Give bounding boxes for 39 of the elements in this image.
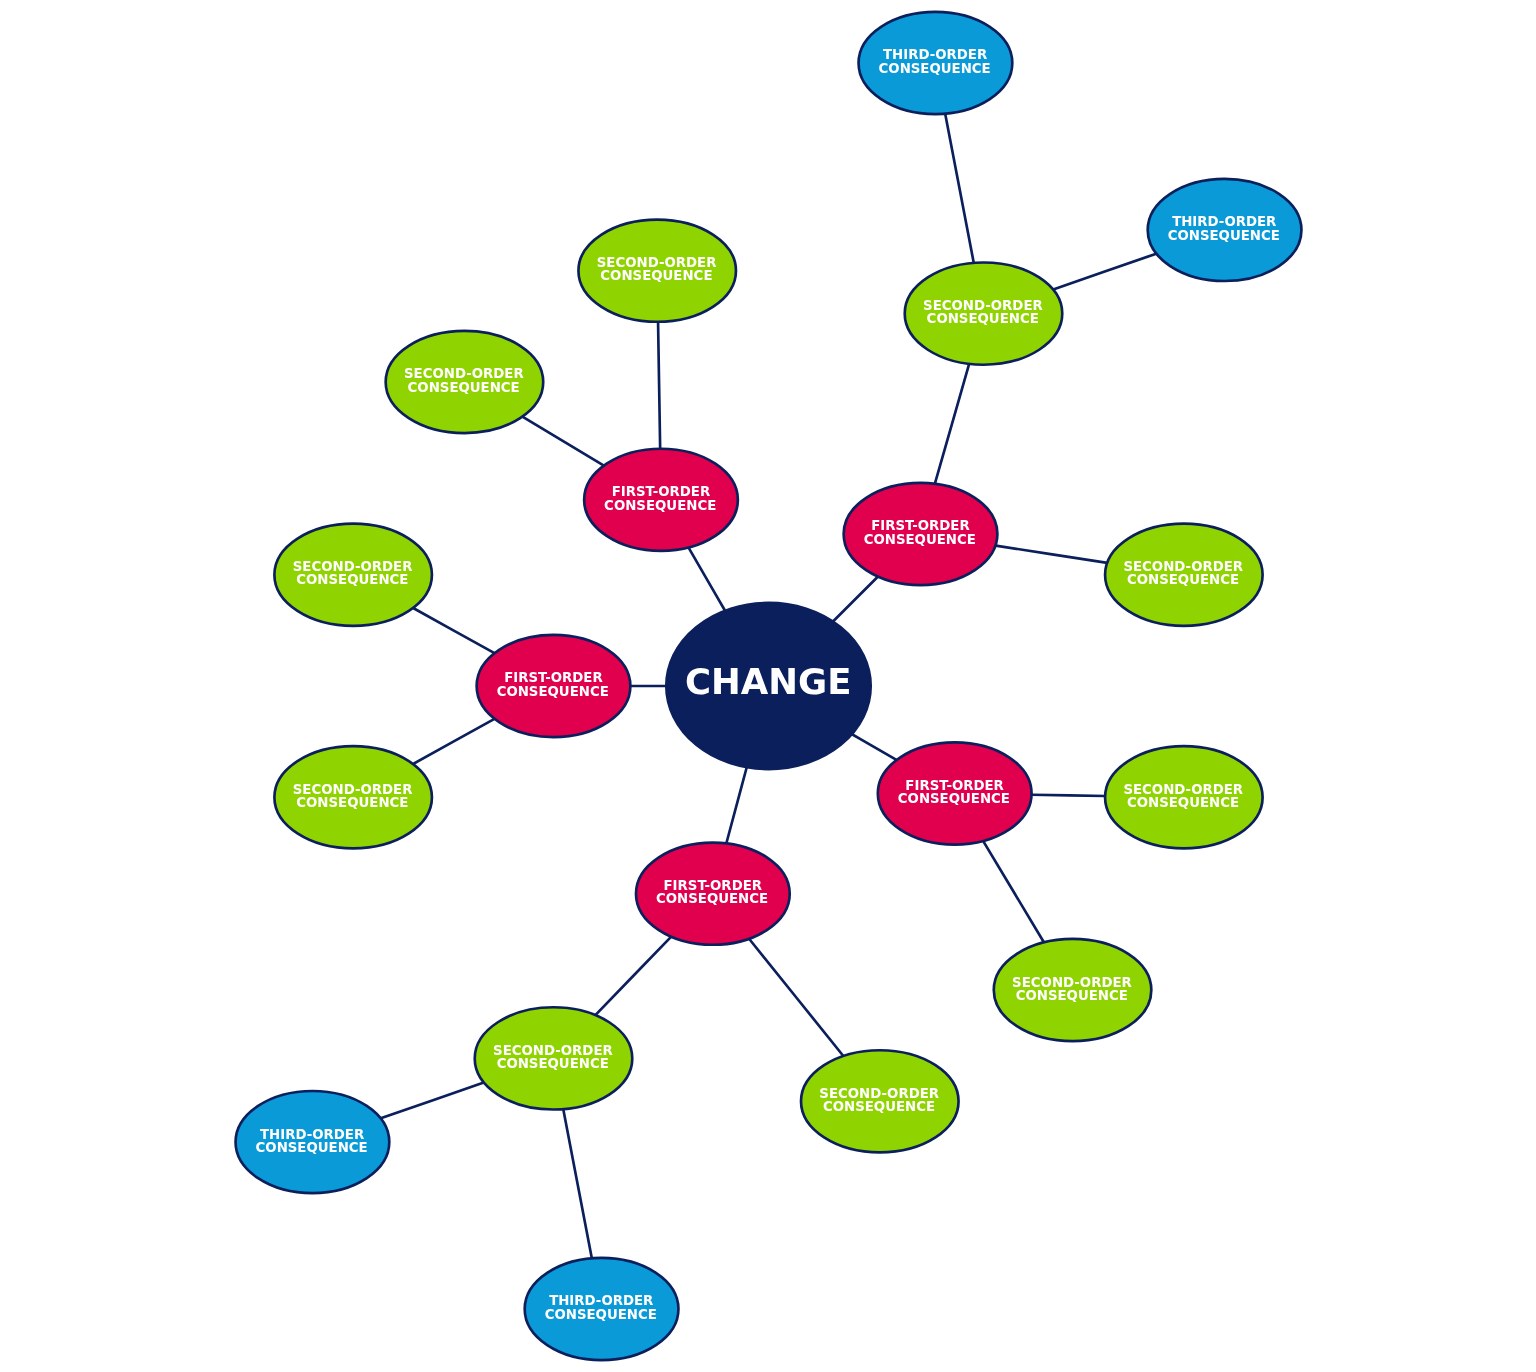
connector [561,1108,593,1259]
connector [831,575,879,623]
node-ellipse: SECOND-ORDER CONSEQUENCE [576,218,737,324]
node-ellipse: FIRST-ORDER CONSEQUENCE [634,841,791,947]
node-ellipse: THIRD-ORDER CONSEQUENCE [1145,177,1303,283]
node-ellipse: FIRST-ORDER CONSEQUENCE [876,741,1033,846]
connector [1031,793,1105,798]
connector [593,936,672,1017]
node-ellipse: SECOND-ORDER CONSEQUENCE [272,522,433,628]
node-ellipse: SECOND-ORDER CONSEQUENCE [799,1048,960,1154]
connector [412,717,495,766]
connector [994,544,1107,565]
node-ellipse: SECOND-ORDER CONSEQUENCE [1103,522,1264,628]
connector [933,363,970,485]
node-ellipse: SECOND-ORDER CONSEQUENCE [902,261,1064,367]
connector [379,1081,484,1120]
connector [656,322,661,449]
connector [724,767,748,844]
node-ellipse: SECOND-ORDER CONSEQUENCE [472,1005,634,1111]
node-ellipse: SECOND-ORDER CONSEQUENCE [383,329,545,435]
connector [850,733,897,762]
connector [1052,252,1157,291]
connector [686,546,726,612]
connector [981,840,1045,943]
node-ellipse: SECOND-ORDER CONSEQUENCE [272,744,433,850]
node-ellipse: FIRST-ORDER CONSEQUENCE [474,633,632,739]
node-ellipse: FIRST-ORDER CONSEQUENCE [841,481,999,587]
node-ellipse: THIRD-ORDER CONSEQUENCE [856,10,1014,116]
node-ellipse: FIRST-ORDER CONSEQUENCE [582,447,739,553]
connector [521,415,605,467]
connector [747,938,844,1057]
node-ellipse: SECOND-ORDER CONSEQUENCE [991,937,1153,1043]
connector [943,113,975,264]
node-ellipse: THIRD-ORDER CONSEQUENCE [233,1089,391,1195]
node-ellipse: THIRD-ORDER CONSEQUENCE [522,1256,680,1362]
node-ellipse: CHANGE [664,601,872,771]
connector [629,684,666,688]
node-ellipse: SECOND-ORDER CONSEQUENCE [1103,744,1264,850]
connector [412,606,495,655]
